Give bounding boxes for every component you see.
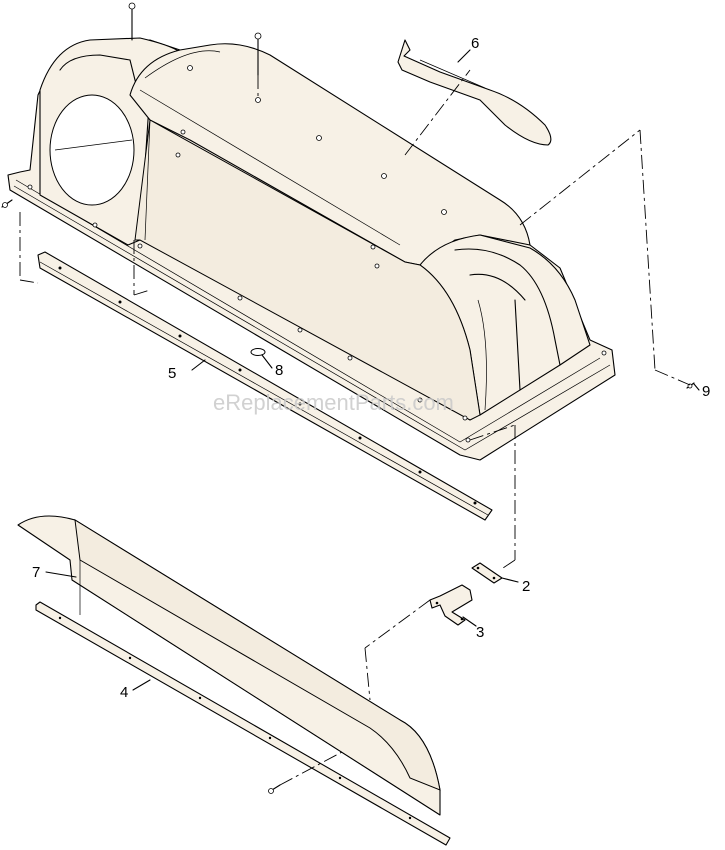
part-4-strip <box>35 601 451 846</box>
callout-5: 5 <box>168 365 176 382</box>
part-7-shield <box>17 515 441 816</box>
part-5-rail <box>37 251 493 521</box>
top-screws <box>1 2 262 208</box>
part-6-scraper <box>397 39 552 146</box>
callout-4: 4 <box>120 684 128 701</box>
part-8-washer <box>250 348 266 356</box>
part-3-bracket <box>429 584 473 626</box>
callout-7: 7 <box>32 564 40 581</box>
assembly-lines <box>19 69 691 786</box>
leader-lines <box>45 49 700 691</box>
callout-8: 8 <box>275 362 283 379</box>
part-2-plate <box>471 562 503 584</box>
callout-2: 2 <box>522 578 530 595</box>
watermark: eReplacementParts.com <box>213 390 454 415</box>
housing <box>7 37 616 461</box>
callout-6: 6 <box>471 35 479 52</box>
callout-3: 3 <box>476 624 484 641</box>
callout-9: 9 <box>702 383 710 400</box>
bottom-screw <box>268 784 281 794</box>
